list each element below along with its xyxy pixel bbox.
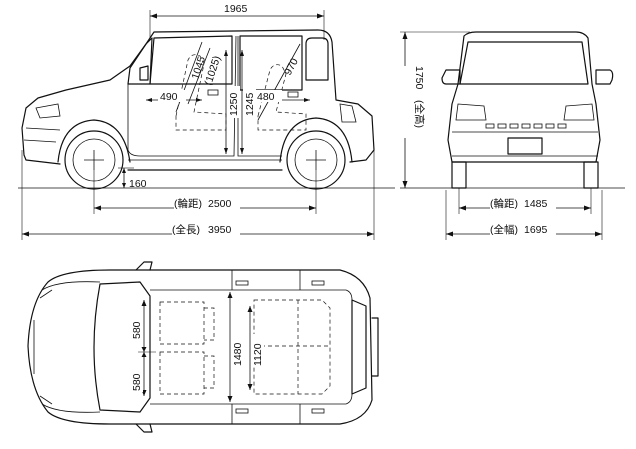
rear-headroom-label: 970 bbox=[282, 56, 301, 77]
top-body-outline bbox=[27, 269, 373, 425]
front-left-tyre bbox=[451, 161, 467, 189]
rear-headroom-line bbox=[257, 43, 301, 121]
side-mirror bbox=[139, 65, 149, 81]
overall-width-dimension: (全幅) 1695 bbox=[445, 190, 603, 240]
side-front-door-outline bbox=[127, 35, 237, 157]
roof-length-dimension: 1965 bbox=[149, 3, 325, 40]
front-interior-height-label: 1250 bbox=[228, 92, 240, 116]
roof-length-label: 1965 bbox=[224, 3, 248, 15]
top-rear-seats bbox=[253, 299, 331, 395]
rear-legroom-label: 480 bbox=[257, 91, 275, 103]
overall-height-dimension: (全高) 1750 bbox=[400, 31, 470, 188]
overall-width-label: (全幅) bbox=[490, 223, 518, 236]
side-body-outline bbox=[21, 29, 375, 171]
side-front-door-handle bbox=[207, 89, 219, 96]
rear-interior-height-label: 1245 bbox=[244, 92, 256, 116]
side-front-door-window bbox=[149, 35, 233, 85]
side-headlamp bbox=[35, 103, 61, 119]
side-rear-door-outline bbox=[237, 36, 282, 157]
top-rear-window bbox=[351, 299, 367, 395]
overall-width-value: 1695 bbox=[524, 224, 548, 236]
ground-clearance-label: 160 bbox=[129, 178, 147, 190]
top-front-seats bbox=[159, 301, 215, 395]
side-windshield bbox=[127, 37, 153, 85]
side-view: 1965 1045 (1025) 970 490 480 1250 bbox=[18, 3, 395, 240]
rear-legroom-dimension: 480 bbox=[256, 90, 310, 103]
front-view: (全高) 1750 (輪距) 1485 (全幅) 1695 bbox=[400, 31, 625, 240]
interior-width-rear-label: 1120 bbox=[252, 343, 264, 366]
front-license-plate bbox=[507, 137, 543, 155]
side-rear-door-window bbox=[239, 35, 303, 91]
front-right-tyre bbox=[583, 161, 599, 189]
top-left-mirror bbox=[135, 261, 153, 271]
wheelbase-value: 2500 bbox=[208, 198, 232, 210]
seat-width-bottom-label: 580 bbox=[131, 373, 143, 391]
front-right-headlamp bbox=[563, 103, 595, 121]
top-view: 580 580 1480 1120 bbox=[27, 261, 379, 433]
wheelbase-dimension: (輪距) 2500 bbox=[93, 170, 317, 214]
top-right-mirror bbox=[135, 423, 153, 433]
overall-length-dimension: (全長) 3950 bbox=[21, 150, 375, 240]
side-rear-door-handle bbox=[287, 91, 299, 98]
overall-height-label: (全高) bbox=[413, 100, 426, 128]
front-left-mirror bbox=[441, 69, 461, 85]
front-legroom-label: 490 bbox=[160, 91, 178, 103]
side-rear-lamp bbox=[339, 103, 357, 123]
overall-height-value: 1750 bbox=[413, 66, 425, 90]
ground-clearance-dimension: 160 bbox=[118, 167, 147, 190]
tread-label: (輪距) bbox=[490, 197, 518, 210]
front-grille bbox=[485, 123, 567, 129]
front-windshield bbox=[459, 41, 589, 85]
interior-height-dimension: 1250 1245 bbox=[224, 50, 256, 154]
side-rear-seat bbox=[257, 64, 307, 131]
side-rear-wheel-arch bbox=[279, 117, 353, 163]
top-windshield bbox=[93, 281, 151, 413]
tread-dimension: (輪距) 1485 bbox=[458, 188, 592, 214]
interior-width-label: 1480 bbox=[232, 342, 244, 366]
tread-value: 1485 bbox=[524, 198, 548, 210]
side-front-wheel-arch bbox=[57, 119, 131, 163]
seat-width-top-label: 580 bbox=[131, 321, 143, 339]
front-right-mirror bbox=[595, 69, 614, 85]
front-legroom-dimension: 490 bbox=[146, 90, 202, 103]
front-left-headlamp bbox=[455, 103, 487, 121]
front-body-outline bbox=[447, 31, 601, 163]
wheelbase-label: (輪距) bbox=[174, 197, 202, 210]
seat-width-dimension: 580 580 bbox=[130, 300, 156, 396]
side-rear-quarter-window bbox=[305, 37, 329, 81]
overall-length-value: 3950 bbox=[208, 224, 232, 236]
interior-width-dimension: 1480 1120 bbox=[227, 292, 264, 402]
overall-length-label: (全長) bbox=[172, 223, 200, 236]
